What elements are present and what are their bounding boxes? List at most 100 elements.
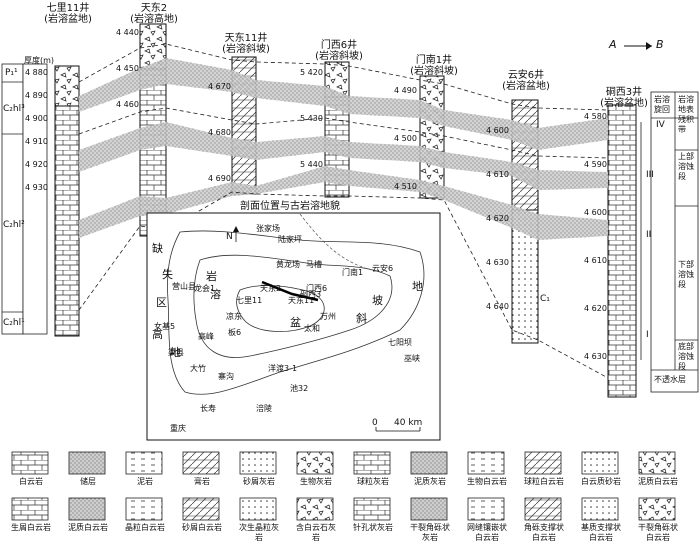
well-title-qili11: 七里11井(岩溶盆地) <box>44 3 92 25</box>
legend-label: 泥质白云岩 <box>638 477 678 486</box>
map-place: 涪陵 <box>256 404 272 413</box>
map-place: 大竹 <box>190 364 206 373</box>
depth-label: 4 930 <box>25 183 48 192</box>
map-place: 七里11 <box>236 296 263 305</box>
reservoir-correlation <box>78 43 609 379</box>
legend-label: 球粒白云岩 <box>524 477 564 486</box>
depth-label: 4 900 <box>25 114 48 123</box>
map-place: 七阳坝 <box>388 338 412 347</box>
well-column-qili11 <box>54 65 80 337</box>
map-place: 高峰 <box>198 332 214 341</box>
karst-cycle-header: 岩溶旋回 <box>654 95 670 114</box>
subzone-5: 不透水层 <box>654 375 686 384</box>
map-place: 马槽 <box>306 260 322 269</box>
depth-label: 4 630 <box>486 258 509 267</box>
map-place: 万州 <box>320 312 336 321</box>
map-place: 洋渡3-1 <box>268 364 298 373</box>
subzone-4: 底部溶蚀段 <box>678 342 694 371</box>
map-place: 陆家坪 <box>278 235 302 244</box>
legend-swatch <box>581 451 619 475</box>
depth-label: 4 630 <box>584 352 607 361</box>
legend-swatch <box>11 451 49 475</box>
map-zone-text: 岩 <box>206 270 217 283</box>
legend-swatch <box>467 497 505 521</box>
well-title-tiandong2: 天东2(岩溶高地) <box>130 3 178 25</box>
legend-label: 泥质白云岩 <box>68 523 108 532</box>
legend-swatch <box>239 497 277 521</box>
scale-label: 40 km <box>394 418 423 428</box>
map-place: 池32 <box>290 384 309 393</box>
map-zone-text: 溶 <box>210 288 221 301</box>
legend-swatches <box>11 451 676 521</box>
legend-swatch <box>296 451 334 475</box>
map-place: 天东11 <box>288 296 315 305</box>
legend-label: 角砾支撑状白云岩 <box>524 523 564 542</box>
legend-label: 含白云石灰岩 <box>296 523 336 542</box>
map-place: 硐西3 <box>300 290 322 299</box>
direction-a: A <box>609 38 617 51</box>
map-zone-text: 盆 <box>290 316 301 329</box>
legend-swatch <box>467 451 505 475</box>
strat-p1: P₁¹ <box>5 68 18 78</box>
legend-swatch <box>68 451 106 475</box>
depth-label: 5 420 <box>300 68 323 77</box>
depth-label: 4 500 <box>394 134 417 143</box>
legend-swatch <box>638 451 676 475</box>
legend-label: 干裂角砾状白云岩 <box>638 523 678 542</box>
map-place: 门西6 <box>306 284 328 293</box>
map-place: 云安6 <box>372 264 394 273</box>
subzone-3: 下部溶蚀段 <box>678 260 694 289</box>
direction-arrow <box>624 42 652 50</box>
depth-label: 4 510 <box>394 182 417 191</box>
legend-swatch <box>638 497 676 521</box>
legend-label: 球粒灰岩 <box>357 477 389 486</box>
legend-swatch <box>125 451 163 475</box>
map-place: 太和 <box>304 324 320 333</box>
strat-c2h1: C₂hl¹ <box>3 318 25 328</box>
well-title-tongxi3: 硐西3井(岩溶盆地) <box>600 87 648 109</box>
map-place: 张家场 <box>256 224 280 233</box>
legend-label: 膏岩 <box>194 477 210 486</box>
strat-c2h2: C₂hl² <box>3 220 25 230</box>
map-zone-text: 斜 <box>356 312 367 325</box>
legend-label: 基质支撑状白云岩 <box>581 523 621 542</box>
direction-b: B <box>656 38 664 51</box>
depth-label: 4 620 <box>584 304 607 313</box>
legend-swatch <box>296 497 334 521</box>
map-place: 巫峡 <box>404 354 420 363</box>
depth-label: 4 450 <box>116 64 139 73</box>
depth-label: 4 690 <box>208 174 231 183</box>
depth-label: 4 440 <box>116 28 139 37</box>
map-zone-text: 地 <box>170 346 181 359</box>
map-place: 板6 <box>228 328 242 337</box>
legend-swatch <box>125 497 163 521</box>
depth-label: 4 490 <box>394 86 417 95</box>
well-column-tongxi3 <box>607 104 637 398</box>
legend-label: 晶粒白云岩 <box>125 523 165 532</box>
depth-label: 5 440 <box>300 160 323 169</box>
well-title-menxi6: 门西6井(岩溶斜坡) <box>315 40 363 62</box>
legend-swatch <box>410 451 448 475</box>
map-zone-text: 坡 <box>372 294 383 307</box>
well-title-tiandong11: 天东11井(岩溶斜坡) <box>222 33 270 55</box>
map-title: 剖面位置与古岩溶地貌 <box>240 201 340 212</box>
map-place: 凉东 <box>226 312 242 321</box>
thickness-header: 厚度(m) <box>24 56 55 65</box>
legend-label: 针孔状灰岩 <box>353 523 393 532</box>
legend-label: 生物灰岩 <box>300 477 332 486</box>
north-label: N <box>226 232 233 242</box>
zone-iv: IV <box>656 120 665 130</box>
legend-label: 生物白云岩 <box>467 477 507 486</box>
depth-label: 4 580 <box>584 112 607 121</box>
map-zone-text: 缺 <box>152 242 163 255</box>
depth-label: 4 590 <box>584 160 607 169</box>
zone-ii: II <box>646 230 652 240</box>
legend-label: 生屑白云岩 <box>11 523 51 532</box>
subzone-1: 岩溶地表残积带 <box>678 95 694 134</box>
map-zone-text: 地 <box>412 280 423 293</box>
legend-label: 白云岩 <box>19 477 43 486</box>
depth-label: 4 880 <box>25 68 48 77</box>
well-title-mennan1: 门南1井(岩溶斜坡) <box>410 55 458 77</box>
depth-label: 4 600 <box>584 208 607 217</box>
